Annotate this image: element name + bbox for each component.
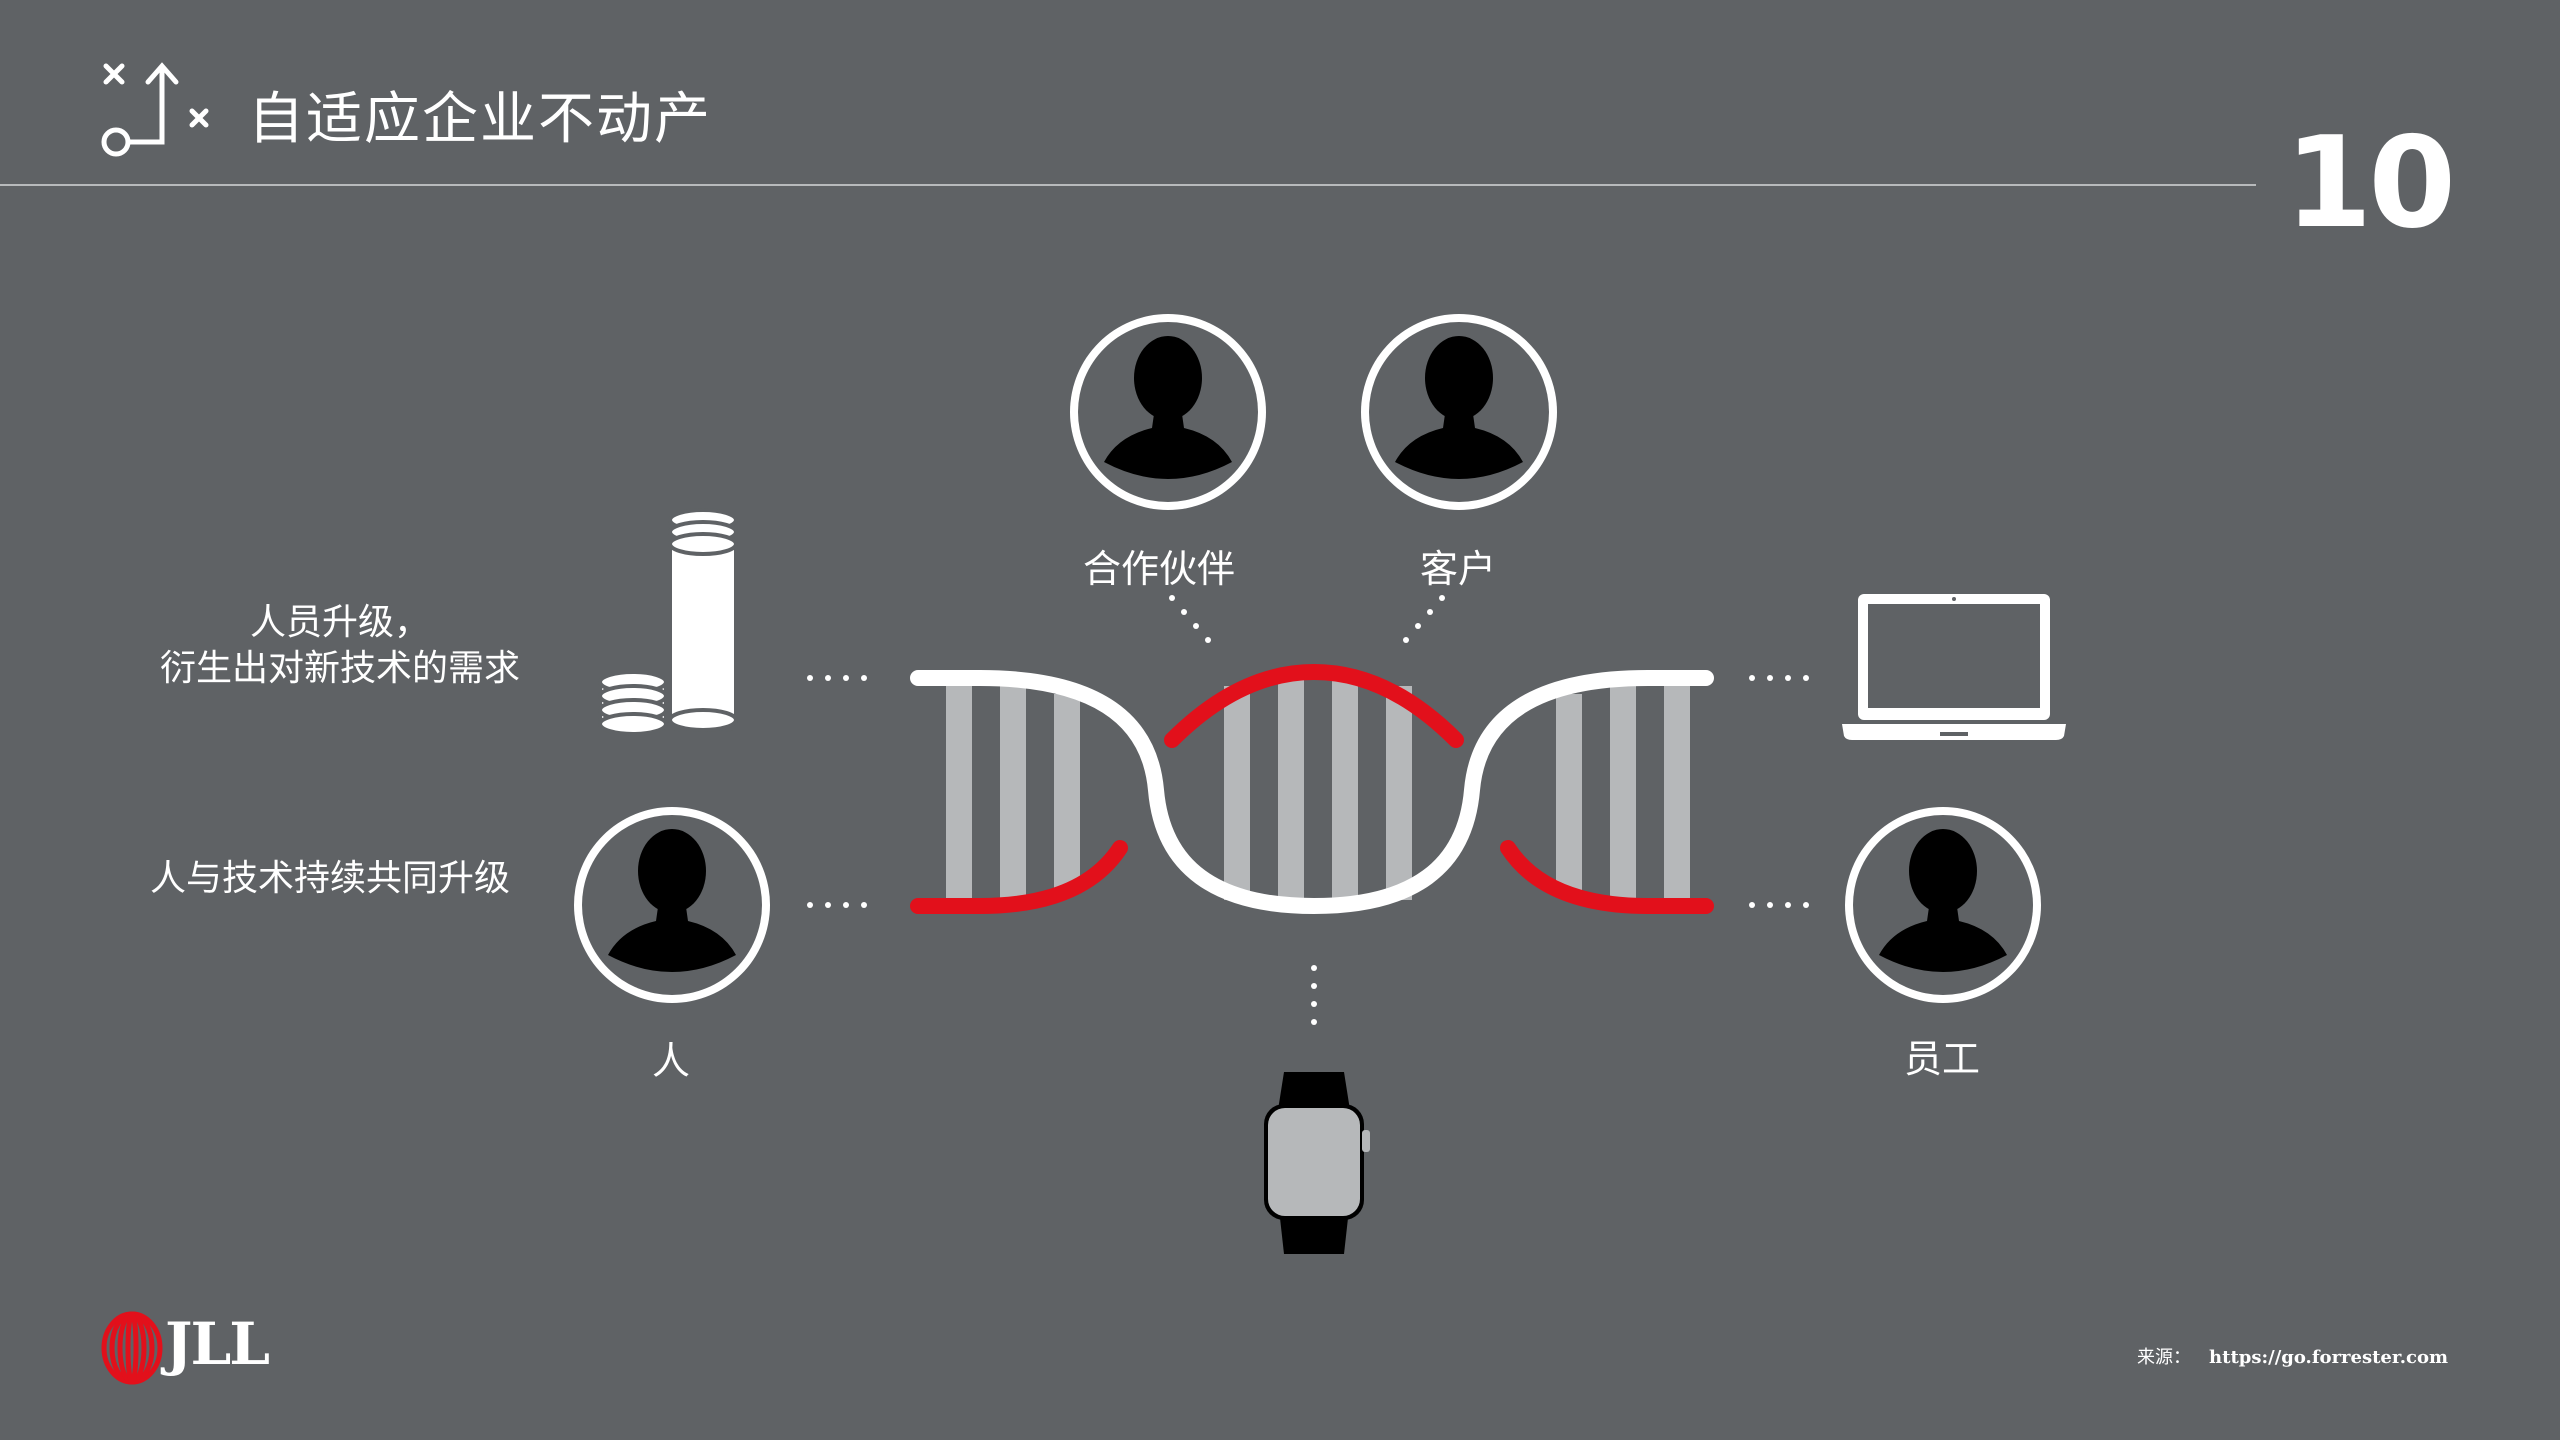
jll-logo (101, 1311, 163, 1385)
label-coevolve: 人与技术持续共同升级 (149, 858, 510, 899)
label-people: 人 (652, 1039, 691, 1083)
laptop-icon (1842, 594, 2066, 740)
person-icon-partners (1070, 314, 1266, 510)
label-upgrade-line1: 人员升级， (249, 602, 430, 643)
label-partners: 合作伙伴 (1083, 547, 1236, 591)
source-label: 来源： (2137, 1347, 2192, 1368)
header-divider (0, 184, 2256, 186)
dna-helix-icon (910, 663, 1714, 915)
source-url: https://go.forrester.com (2209, 1347, 2448, 1368)
logo-text: JLL (165, 1310, 270, 1378)
label-customers: 客户 (1420, 547, 1497, 591)
person-icon-employees (1845, 807, 2041, 1003)
label-employees: 员工 (1904, 1037, 1981, 1081)
coins-icon (598, 508, 738, 736)
smartwatch-icon (1264, 1072, 1370, 1254)
person-icon-customers (1361, 314, 1557, 510)
source-citation: 来源： https://go.forrester.com (2137, 1343, 2448, 1369)
strategy-play-icon (101, 62, 209, 157)
person-icon-people (574, 807, 770, 1003)
label-upgrade-line2: 衍生出对新技术的需求 (159, 648, 520, 689)
dotted-connectors (807, 595, 1809, 1025)
page-number: 10 (2284, 109, 2456, 256)
page-title: 自适应企业不动产 (248, 87, 712, 152)
label-upgrade: 人员升级， 衍生出对新技术的需求 (140, 600, 540, 692)
